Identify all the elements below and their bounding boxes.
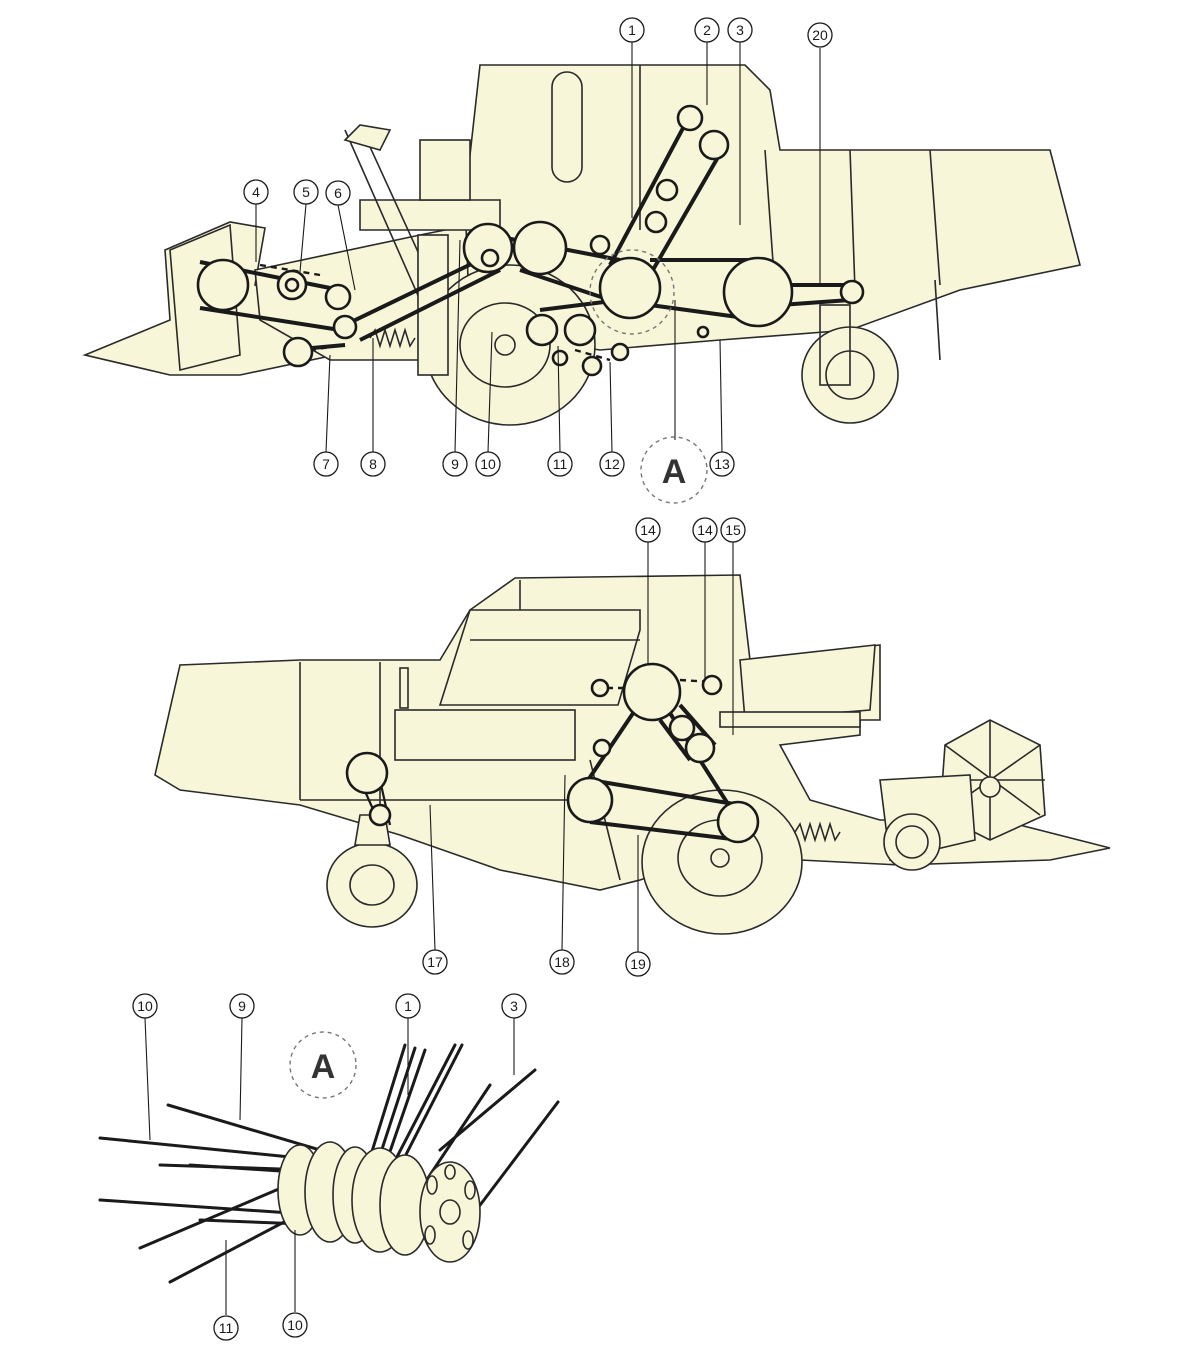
callout-14a: 14: [635, 517, 661, 543]
main-drive-pulley: [622, 662, 682, 722]
bottom-callouts: 10 9 1 3 11 10 A: [132, 993, 527, 1341]
callout-d3: 3: [501, 993, 527, 1019]
svg-text:13: 13: [714, 456, 730, 472]
svg-text:10: 10: [137, 998, 153, 1014]
callout-d1: 1: [395, 993, 421, 1019]
svg-text:19: 19: [630, 956, 646, 972]
svg-text:15: 15: [725, 522, 741, 538]
top-belt-system: [196, 104, 865, 377]
middle-callouts: 14 14 15 17 18 19: [422, 517, 746, 977]
callout-3: 3: [727, 17, 753, 43]
svg-text:10: 10: [287, 1317, 303, 1333]
detail-marker-a-top: A: [640, 436, 708, 504]
svg-text:11: 11: [553, 456, 568, 472]
callout-14b: 14: [692, 517, 718, 543]
variator-pulley: [598, 256, 662, 320]
svg-text:11: 11: [219, 1320, 234, 1336]
svg-text:2: 2: [703, 22, 711, 38]
svg-text:4: 4: [252, 184, 260, 200]
callout-19: 19: [625, 951, 651, 977]
callout-1: 1: [619, 17, 645, 43]
callout-8: 8: [360, 451, 386, 477]
svg-text:9: 9: [451, 456, 459, 472]
svg-text:3: 3: [736, 22, 744, 38]
callout-17: 17: [422, 949, 448, 975]
top-callouts: 1 2 3 20 4 5 6 7 8 9 10 11 12 13 A: [243, 17, 833, 504]
svg-text:A: A: [662, 453, 687, 491]
callout-4: 4: [243, 179, 269, 205]
callout-9: 9: [442, 451, 468, 477]
svg-text:1: 1: [404, 998, 412, 1014]
svg-text:6: 6: [334, 185, 342, 201]
callout-13: 13: [709, 451, 735, 477]
callout-d10a: 10: [132, 993, 158, 1019]
svg-text:7: 7: [322, 456, 330, 472]
callout-7: 7: [313, 451, 339, 477]
callout-18: 18: [549, 949, 575, 975]
svg-text:9: 9: [238, 998, 246, 1014]
svg-text:5: 5: [302, 184, 310, 200]
svg-text:14: 14: [697, 522, 713, 538]
callout-d10b: 10: [282, 1312, 308, 1338]
detail-a-pulley-assembly: [98, 1043, 560, 1284]
svg-text:A: A: [311, 1048, 336, 1086]
callout-20: 20: [807, 22, 833, 48]
svg-text:14: 14: [640, 522, 656, 538]
svg-text:8: 8: [369, 456, 377, 472]
detail-marker-a-bottom: A: [289, 1031, 357, 1099]
middle-belt-system: [345, 662, 760, 844]
callout-11: 11: [547, 451, 573, 477]
svg-text:20: 20: [812, 27, 828, 43]
combine-left-side-view: [82, 64, 1081, 426]
callout-5: 5: [293, 179, 319, 205]
svg-text:17: 17: [427, 954, 443, 970]
callout-15: 15: [720, 517, 746, 543]
svg-text:18: 18: [554, 954, 570, 970]
svg-text:3: 3: [510, 998, 518, 1014]
callout-12: 12: [599, 451, 625, 477]
svg-text:10: 10: [480, 456, 496, 472]
svg-text:12: 12: [604, 456, 620, 472]
svg-text:1: 1: [628, 22, 636, 38]
callout-2: 2: [694, 17, 720, 43]
callout-d9: 9: [229, 993, 255, 1019]
callout-d11: 11: [213, 1315, 239, 1341]
header-pulley: [196, 258, 250, 312]
callout-10: 10: [475, 451, 501, 477]
callout-6: 6: [325, 180, 351, 206]
combine-right-side-view: [154, 574, 1111, 935]
